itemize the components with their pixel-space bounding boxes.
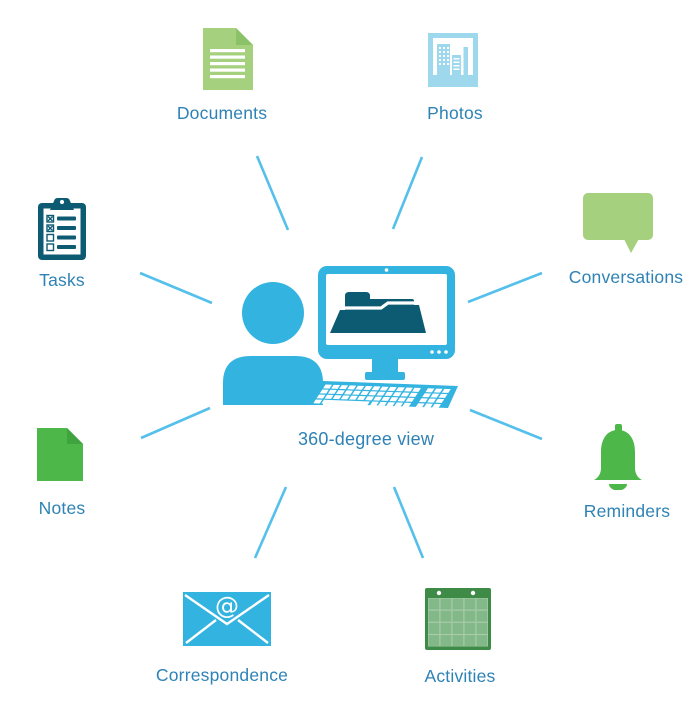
- monitor-stand: [372, 359, 398, 373]
- label-conversations: Conversations: [568, 267, 684, 287]
- connector-activities: [392, 486, 425, 559]
- folder-icon: [326, 292, 426, 334]
- label-documents: Documents: [176, 103, 268, 123]
- calendar-icon: [425, 588, 491, 650]
- note-icon: [37, 428, 83, 481]
- photo-frame-icon: [428, 33, 478, 87]
- connector-documents: [255, 155, 290, 231]
- person-shoulders: [223, 356, 323, 405]
- bell-icon: [594, 424, 642, 490]
- center-label: 360-degree view: [297, 429, 435, 449]
- speech-bubble-icon: [583, 193, 653, 253]
- label-reminders: Reminders: [583, 501, 671, 521]
- connector-notes: [140, 406, 211, 440]
- connector-reminders: [469, 408, 543, 441]
- label-photos: Photos: [427, 103, 483, 123]
- clipboard-checklist-icon: [38, 198, 86, 260]
- label-tasks: Tasks: [39, 270, 85, 290]
- connector-conversations: [467, 271, 543, 304]
- keyboard: [309, 381, 458, 408]
- at-glyph: @: [215, 592, 239, 620]
- email-envelope-icon: @: [183, 592, 271, 646]
- connector-photos: [391, 156, 424, 230]
- document-icon: [203, 28, 253, 90]
- label-notes: Notes: [38, 498, 86, 518]
- label-correspondence: Correspondence: [155, 665, 289, 685]
- person-at-computer-icon: [223, 266, 458, 408]
- person-head: [242, 282, 304, 344]
- connector-correspondence: [253, 486, 288, 559]
- label-activities: Activities: [424, 666, 496, 686]
- connector-tasks: [139, 271, 213, 305]
